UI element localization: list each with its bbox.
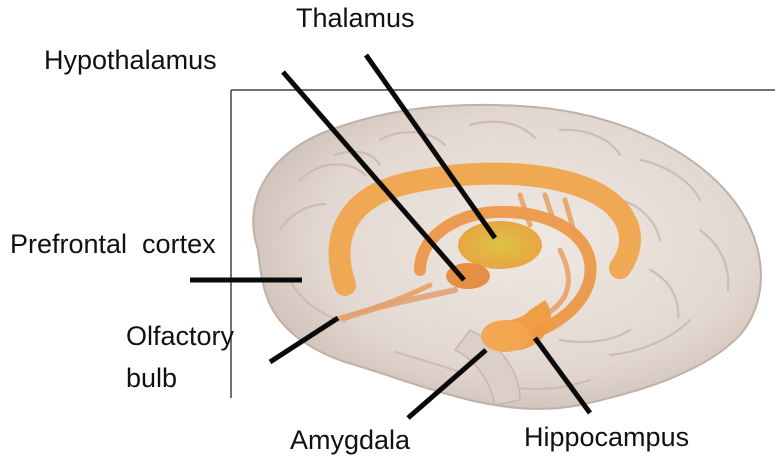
thalamus-structure (458, 221, 542, 269)
label-prefrontal-cortex: Prefrontal cortex (10, 228, 216, 260)
label-hippocampus: Hippocampus (524, 421, 689, 453)
label-thalamus: Thalamus (296, 2, 415, 34)
label-hypothalamus: Hypothalamus (44, 44, 217, 76)
label-olfactory-line1: Olfactory (126, 315, 234, 357)
label-amygdala: Amygdala (290, 424, 410, 456)
label-olfactory-bulb: Olfactory bulb (126, 315, 234, 399)
amygdala-structure (481, 320, 529, 352)
label-olfactory-line2: bulb (126, 357, 234, 399)
